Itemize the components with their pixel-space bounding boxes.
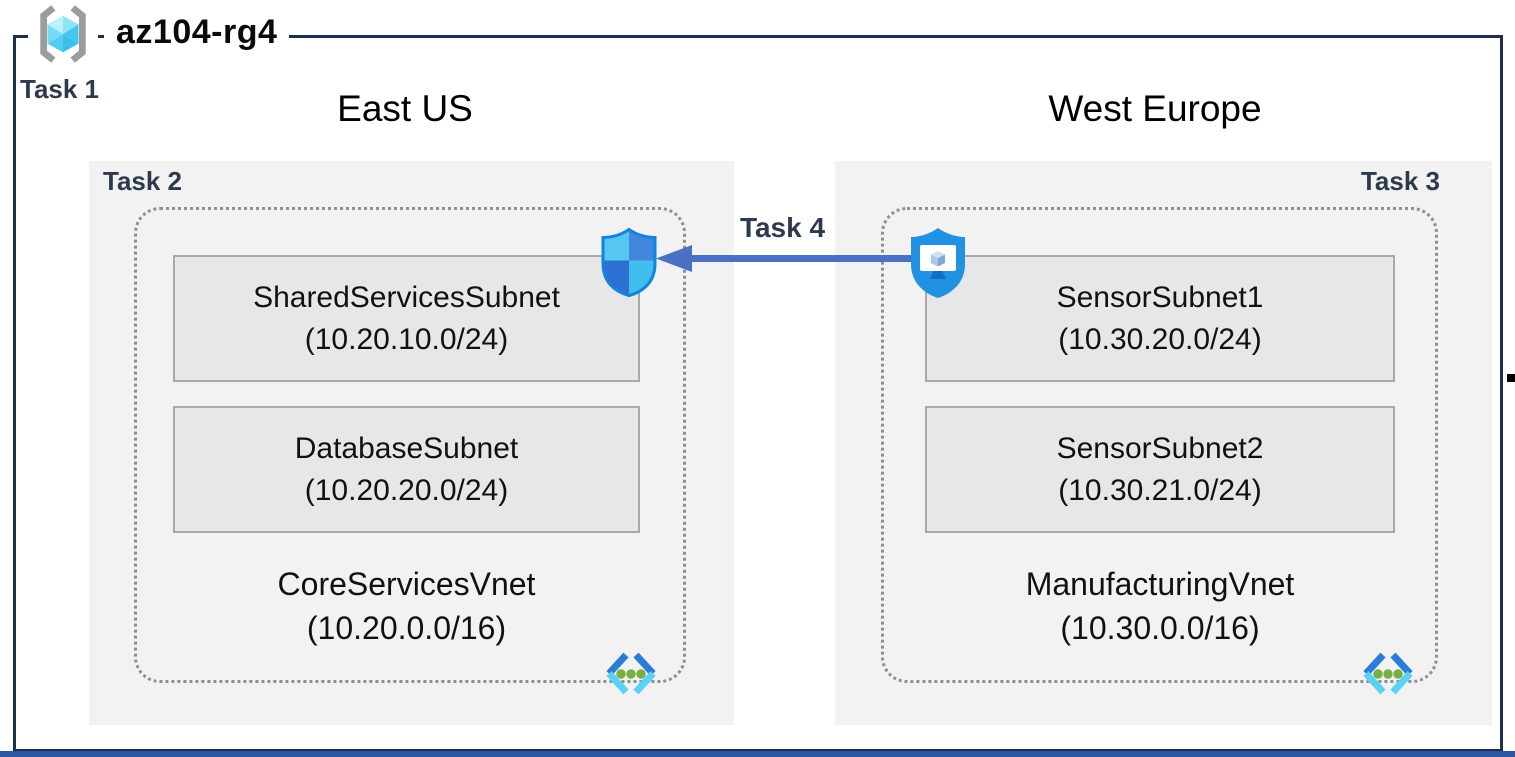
subnet-sensor1: SensorSubnet1 (10.30.20.0/24) (925, 255, 1395, 382)
task4-label: Task 4 (739, 212, 826, 243)
application-security-group-shield-icon (911, 228, 965, 298)
resource-group-name: az104-rg4 (104, 13, 290, 52)
region-title-east-us: East US (337, 88, 473, 129)
resource-group-frame (13, 35, 1503, 752)
vnet-cidr: (10.30.0.0/16) (1060, 610, 1260, 646)
subnet-cidr: (10.20.10.0/24) (304, 322, 509, 356)
right-edge-mark (1507, 374, 1515, 382)
vnet-label-coreservices: CoreServicesVnet (10.20.0.0/16) (173, 562, 640, 650)
bottom-edge-line (0, 751, 1515, 757)
azure-resource-group-icon (40, 5, 86, 63)
subnet-sharedservices: SharedServicesSubnet (10.20.10.0/24) (173, 255, 640, 382)
subnet-name: DatabaseSubnet (294, 431, 519, 465)
vnet-cidr: (10.20.0.0/16) (306, 610, 507, 646)
subnet-name: SensorSubnet1 (1056, 280, 1264, 314)
vnet-boundary-coreservices (134, 207, 686, 683)
subnet-database: DatabaseSubnet (10.20.20.0/24) (173, 406, 640, 533)
task1-label: Task 1 (20, 74, 100, 104)
vnet-label-manufacturing: ManufacturingVnet (10.30.0.0/16) (925, 562, 1395, 650)
virtual-network-icon (606, 652, 656, 695)
subnet-name: SensorSubnet2 (1056, 431, 1264, 465)
vnet-boundary-manufacturing (881, 207, 1438, 683)
subnet-sensor2: SensorSubnet2 (10.30.21.0/24) (925, 406, 1395, 533)
network-security-group-shield-icon (601, 227, 657, 298)
resource-group-icon (28, 3, 98, 65)
task2-label: Task 2 (103, 166, 183, 196)
vnet-name: CoreServicesVnet (277, 566, 536, 602)
subnet-cidr: (10.30.21.0/24) (1058, 473, 1262, 507)
subnet-name: SharedServicesSubnet (253, 280, 560, 314)
region-title-west-europe: West Europe (1048, 88, 1262, 129)
virtual-network-icon (1363, 652, 1413, 695)
peering-arrow (656, 245, 942, 272)
vnet-name: ManufacturingVnet (1025, 566, 1295, 602)
subnet-cidr: (10.30.20.0/24) (1058, 322, 1262, 356)
subnet-cidr: (10.20.20.0/24) (304, 473, 509, 507)
task3-label: Task 3 (1360, 166, 1440, 196)
